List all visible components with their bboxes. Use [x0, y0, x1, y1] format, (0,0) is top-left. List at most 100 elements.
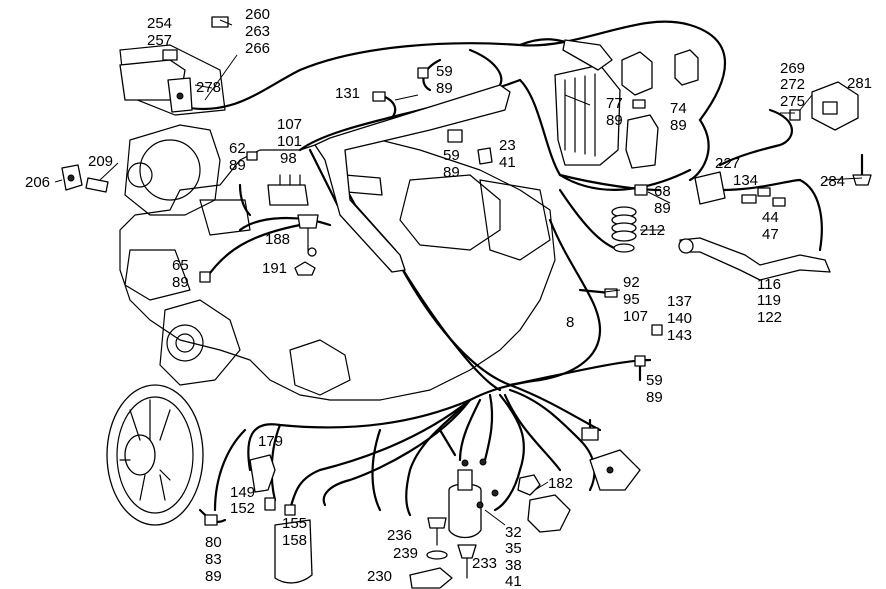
- label-179: 179: [258, 433, 283, 450]
- bolt-284-icon: [852, 174, 872, 186]
- label-89-65: 89: [172, 274, 189, 291]
- label-8: 8: [566, 314, 574, 331]
- label-131: 131: [335, 85, 360, 102]
- label-257: 257: [147, 32, 172, 49]
- connector-59-top-icon: [417, 67, 429, 79]
- connector-59-mid-icon: [447, 129, 463, 143]
- label-89-74: 89: [670, 117, 687, 134]
- label-89-77: 89: [606, 112, 623, 129]
- components: [61, 16, 872, 589]
- label-188: 188: [265, 231, 290, 248]
- connector-137-icon: [651, 324, 663, 336]
- label-95: 95: [623, 291, 640, 308]
- label-23: 23: [499, 137, 516, 154]
- label-98: 98: [280, 150, 297, 167]
- label-89-right: 89: [646, 389, 663, 406]
- label-89-fan: 89: [205, 568, 222, 585]
- washer-239-icon: [426, 550, 448, 560]
- bracket-182b: [589, 449, 641, 491]
- label-59-right: 59: [646, 372, 663, 389]
- grommet-212-icon: [611, 206, 637, 253]
- label-59-mid: 59: [443, 147, 460, 164]
- label-281: 281: [847, 75, 872, 92]
- connector-131-icon: [344, 174, 383, 196]
- label-284: 284: [820, 173, 845, 190]
- canister-155: [274, 519, 313, 584]
- connector-257-icon: [162, 49, 178, 61]
- label-254: 254: [147, 15, 172, 32]
- label-230: 230: [367, 568, 392, 585]
- sensor-182-icon: [527, 494, 571, 533]
- nut-icon: [517, 474, 541, 496]
- control-unit-77: [554, 64, 621, 166]
- label-68: 68: [654, 183, 671, 200]
- label-41-bottom: 41: [505, 573, 522, 589]
- label-143: 143: [667, 327, 692, 344]
- label-74: 74: [670, 100, 687, 117]
- label-158: 158: [282, 532, 307, 549]
- label-89-68: 89: [654, 200, 671, 217]
- label-59-top: 59: [436, 63, 453, 80]
- clip-227-icon: [694, 171, 726, 205]
- label-38: 38: [505, 557, 522, 574]
- label-116: 116: [757, 276, 781, 293]
- bolt-236-icon: [427, 517, 447, 529]
- label-122: 122: [757, 309, 782, 326]
- bolt-209-icon: [85, 177, 109, 193]
- connector-44-icon: [772, 197, 786, 207]
- label-233: 233: [472, 555, 497, 572]
- connector-155-icon: [284, 504, 296, 516]
- bolt-233-icon: [457, 544, 477, 559]
- connector-59-right-icon: [634, 355, 646, 367]
- bracket-179-icon: [249, 454, 276, 493]
- relay-stack-icon: [625, 114, 659, 169]
- pipe-116: [679, 237, 831, 281]
- bracket-230-icon: [409, 567, 453, 589]
- connector-80-icon: [204, 514, 218, 526]
- label-149: 149: [230, 484, 255, 501]
- label-41-top: 41: [499, 154, 516, 171]
- relay-icon: [621, 51, 653, 96]
- connector-149-icon: [264, 497, 276, 511]
- connector-134-icon: [741, 194, 757, 204]
- label-101: 101: [277, 133, 302, 150]
- label-89-mid: 89: [443, 164, 460, 181]
- sensor-23-icon: [477, 147, 493, 165]
- label-260: 260: [245, 6, 270, 23]
- label-140: 140: [667, 310, 692, 327]
- label-137: 137: [667, 293, 692, 310]
- label-209: 209: [88, 153, 113, 170]
- label-263: 263: [245, 23, 270, 40]
- radiator-fan-icon: [106, 384, 204, 526]
- label-89-top: 89: [436, 80, 453, 97]
- engine-block: [119, 44, 556, 401]
- connector-65-icon: [199, 271, 211, 283]
- label-269: 269: [780, 60, 805, 77]
- connector-68-icon: [634, 184, 648, 196]
- connector-77-icon: [632, 99, 646, 109]
- label-134: 134: [733, 172, 758, 189]
- label-107-top: 107: [277, 116, 302, 133]
- temp-sensor-icon: [562, 39, 613, 71]
- bolt-188-icon: [297, 214, 319, 229]
- label-83: 83: [205, 551, 222, 568]
- label-32: 32: [505, 524, 522, 541]
- label-266: 266: [245, 40, 270, 57]
- connector-260-icon: [211, 16, 229, 28]
- label-89-62: 89: [229, 157, 246, 174]
- label-239: 239: [393, 545, 418, 562]
- connector-134b-icon: [757, 187, 771, 197]
- plug-98-icon: [267, 184, 309, 206]
- label-119: 119: [757, 292, 781, 309]
- ignition-coil-icon: [448, 458, 499, 539]
- label-44: 44: [762, 209, 779, 226]
- label-107-right: 107: [623, 308, 648, 325]
- grommet-icon: [581, 427, 599, 441]
- label-236: 236: [387, 527, 412, 544]
- label-62: 62: [229, 140, 246, 157]
- label-227: 227: [715, 155, 740, 172]
- label-272: 272: [780, 76, 805, 93]
- connector-62-icon: [246, 151, 258, 161]
